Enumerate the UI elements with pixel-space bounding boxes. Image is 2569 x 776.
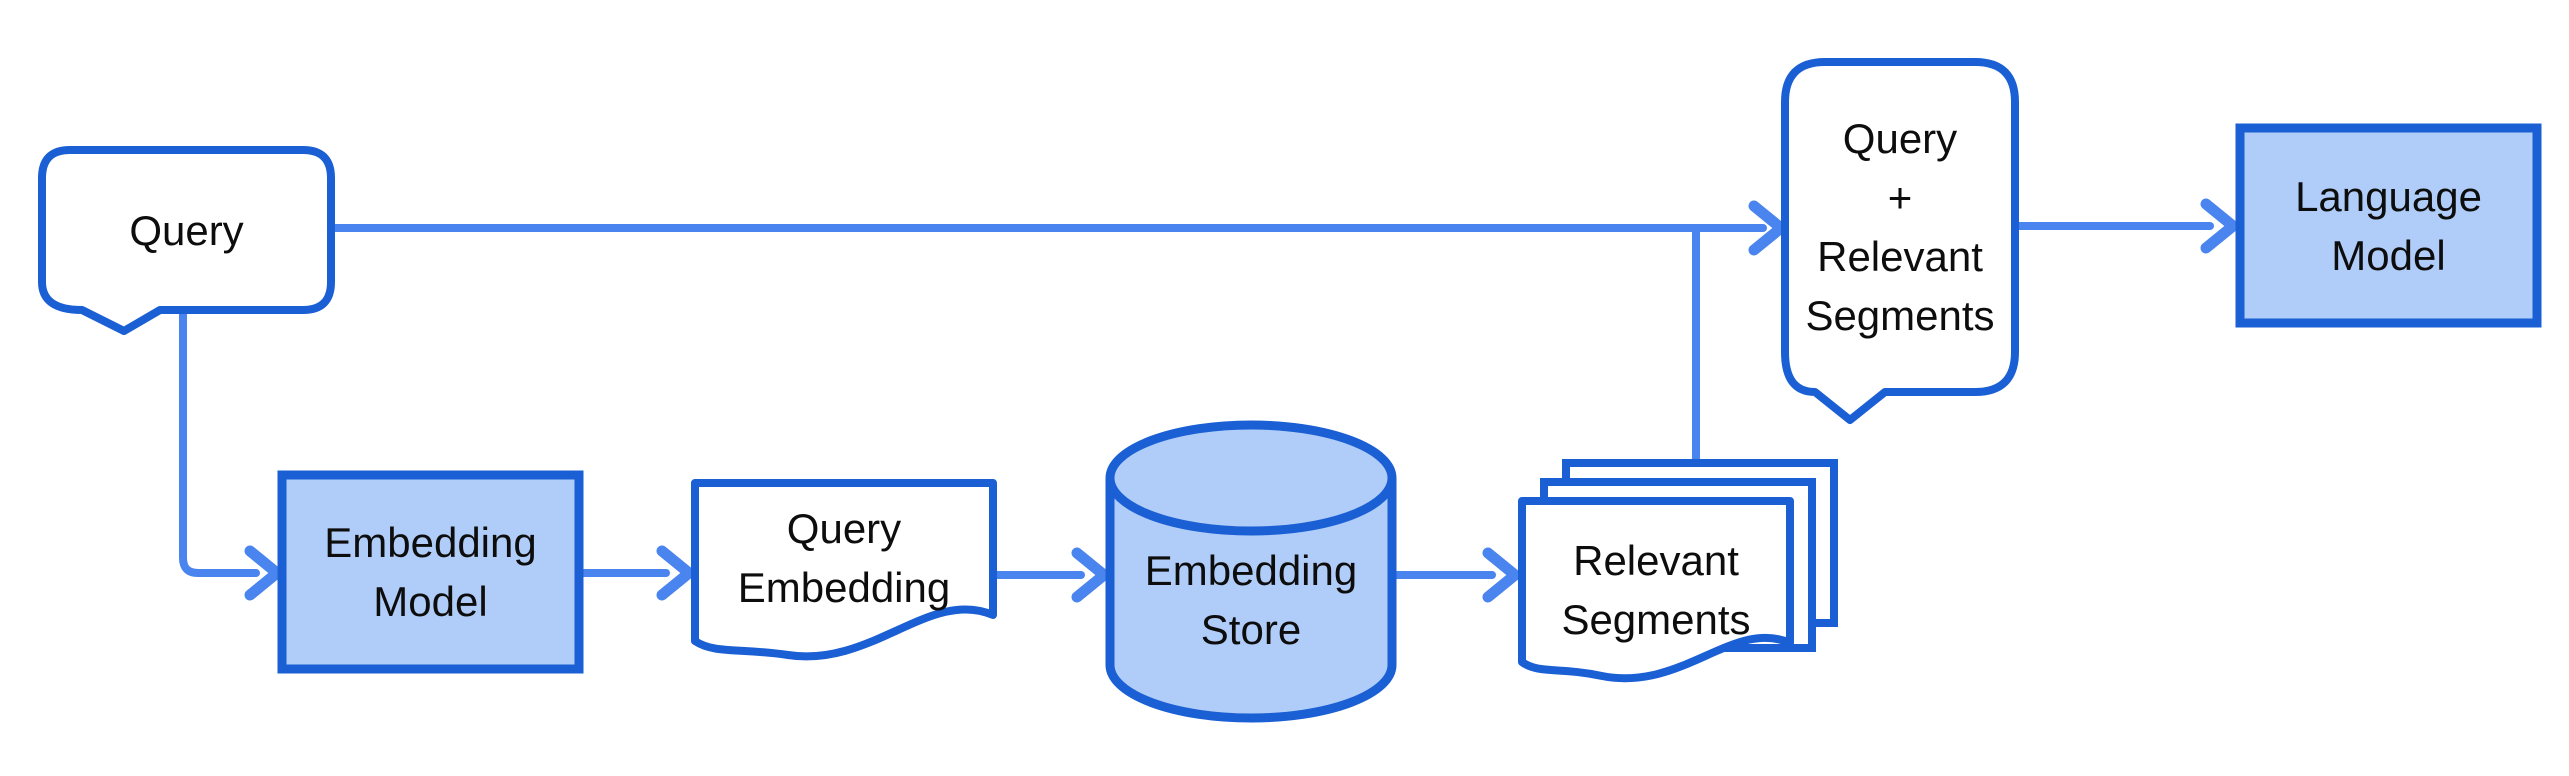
query-bubble-shape	[38, 146, 335, 335]
arrowhead-query-to-embedding-model	[244, 545, 283, 601]
connector-query-to-embedding-model	[179, 308, 260, 577]
embedding-model-box-shape	[277, 470, 584, 674]
combined-bubble-shape	[1781, 58, 2019, 424]
language-model-box-shape	[2235, 123, 2542, 328]
embedding-store-cylinder-body	[1105, 478, 1397, 723]
arrowhead-query-embedding-to-store	[1071, 547, 1110, 603]
arrowhead-combined-to-language-model	[2200, 198, 2239, 254]
relevant-segments-page-front	[1518, 497, 1794, 683]
query-embedding-document-shape	[691, 479, 997, 661]
arrowhead-embedding-model-to-query-embedding	[656, 545, 695, 601]
arrowhead-store-to-segments	[1482, 547, 1521, 603]
embedding-store-cylinder-top	[1105, 420, 1397, 536]
